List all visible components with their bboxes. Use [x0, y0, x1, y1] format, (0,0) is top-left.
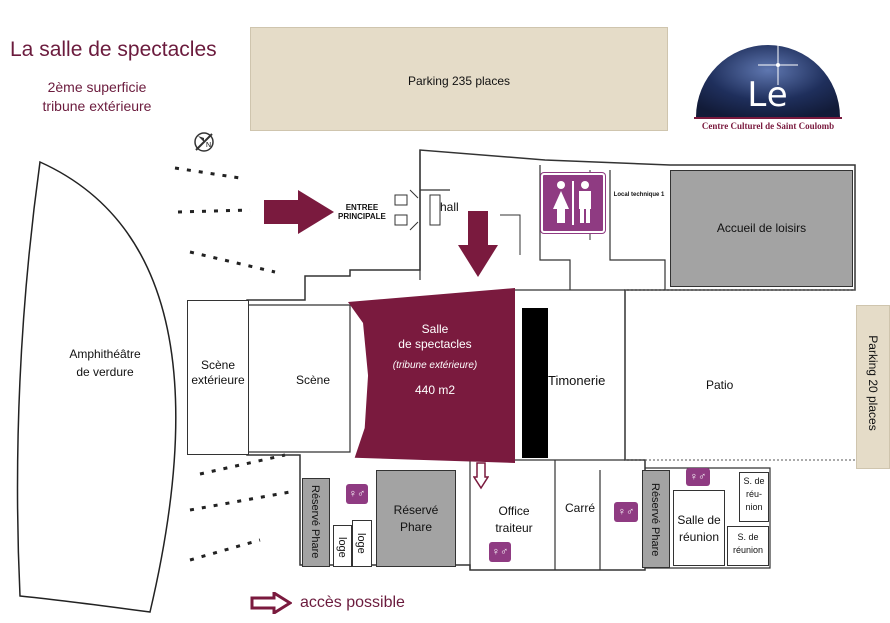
salle-line-1: Salle — [421, 322, 449, 336]
scene-exterieure[interactable] — [187, 300, 249, 455]
reserve-center-line-1: Réservé — [393, 503, 439, 517]
salle-area: 440 m2 — [414, 383, 456, 397]
parking-main: Parking 235 places — [250, 27, 668, 131]
wc-carre-icon: ♀♂ — [614, 502, 638, 522]
salle-de-reunion[interactable] — [673, 490, 725, 566]
loge-2[interactable] — [352, 520, 372, 567]
wc-loge-icon: ♀♂ — [346, 484, 368, 504]
office-line-2: traiteur — [495, 521, 533, 535]
reserve-phare-center[interactable] — [376, 470, 456, 567]
wc-office-icon: ♀♂ — [489, 542, 511, 562]
s-reunion-1-label: S. de réu- nion — [739, 475, 769, 514]
s-de-reunion-1[interactable] — [739, 472, 769, 522]
loge-1-label: loge — [336, 536, 348, 558]
hall-label: hall — [440, 200, 459, 214]
s-reunion-2-label: S. de réunion — [727, 531, 769, 557]
entree-line-2: PRINCIPALE — [338, 212, 386, 221]
salle-reunion-line-1: Salle de — [677, 513, 721, 527]
reserve-center-line-2: Phare — [399, 520, 433, 534]
logo-tagline: Centre Culturel de Saint Coulomb — [701, 121, 835, 131]
amphi-line-2: de verdure — [76, 365, 134, 379]
reserve-right-label: Réservé Phare — [649, 483, 661, 557]
reserve-phare-right[interactable] — [642, 470, 670, 568]
accueil-label: Accueil de loisirs — [716, 221, 807, 235]
reserve-phare-center-label: Réservé Phare — [376, 502, 456, 536]
office-line-1: Office — [498, 504, 530, 518]
subtitle-line-2: tribune extérieure — [42, 98, 152, 114]
entrance-arrow-icon — [264, 190, 334, 234]
s-reunion-1-line-b: réu- — [745, 489, 762, 499]
salle-label: Salle de spectacles (tribune extérieure)… — [370, 322, 500, 398]
parking-side: Parking 20 places — [856, 305, 890, 469]
compass-icon: N — [190, 128, 218, 156]
wc-reunion-icon: ♀♂ — [686, 468, 710, 486]
page-title: La salle de spectacles — [10, 38, 217, 61]
legend-arrow-icon — [250, 592, 292, 614]
office-traiteur-label: Office traiteur — [478, 503, 550, 537]
salle-line-2: de spectacles — [398, 337, 472, 351]
hall-down-arrow-icon — [458, 211, 498, 277]
carre-label: Carré — [565, 501, 596, 515]
salle-note: (tribune extérieure) — [392, 360, 478, 371]
scene-ext-line-2: extérieure — [191, 373, 245, 387]
accueil-de-loisirs[interactable] — [670, 170, 853, 287]
amphi-line-1: Amphithéâtre — [69, 347, 141, 361]
page-subtitle: 2ème superficie tribune extérieure — [22, 78, 172, 116]
salle-de-spectacles[interactable] — [348, 288, 515, 463]
logo: Le phare Centre Culturel de Saint Coulom… — [688, 25, 848, 155]
entree-principale-label: ENTREE PRINCIPALE — [338, 203, 386, 221]
salle-reunion-line-2: réunion — [678, 530, 720, 544]
loge-1[interactable] — [333, 525, 352, 567]
reserve-phare-left[interactable] — [302, 478, 330, 567]
reserve-left-label: Réservé Phare — [309, 485, 321, 559]
local-technique-label: Local technique 1 — [613, 192, 665, 198]
office-access-arrow-icon — [473, 462, 489, 490]
s-reunion-1-line-c: nion — [745, 502, 763, 512]
loge-2-label: loge — [355, 532, 367, 554]
entree-line-1: ENTREE — [345, 203, 379, 212]
s-reunion-1-line-a: S. de — [743, 476, 765, 486]
svg-text:N: N — [206, 142, 211, 149]
timonerie-label: Timonerie — [548, 373, 606, 388]
scene-ext-line-1: Scène — [200, 358, 236, 372]
logo-name: Le phare — [716, 75, 820, 155]
legend-label: accès possible — [300, 594, 405, 611]
parking-main-label: Parking 235 places — [407, 74, 511, 88]
logo-lighthouse-icon — [694, 45, 842, 119]
s-reunion-2-line-a: S. de — [737, 532, 759, 542]
amphitheatre-label: Amphithéâtre de verdure — [45, 345, 165, 381]
patio-label: Patio — [706, 378, 734, 392]
subtitle-line-1: 2ème superficie — [47, 79, 147, 95]
s-de-reunion-2[interactable] — [727, 526, 769, 566]
salle-reunion-label: Salle de réunion — [673, 512, 725, 546]
scene-label: Scène — [296, 373, 331, 387]
scene-ext-label: Scène extérieure — [187, 358, 249, 388]
wc-main-icon — [541, 173, 605, 233]
s-reunion-2-line-b: réunion — [732, 545, 764, 555]
